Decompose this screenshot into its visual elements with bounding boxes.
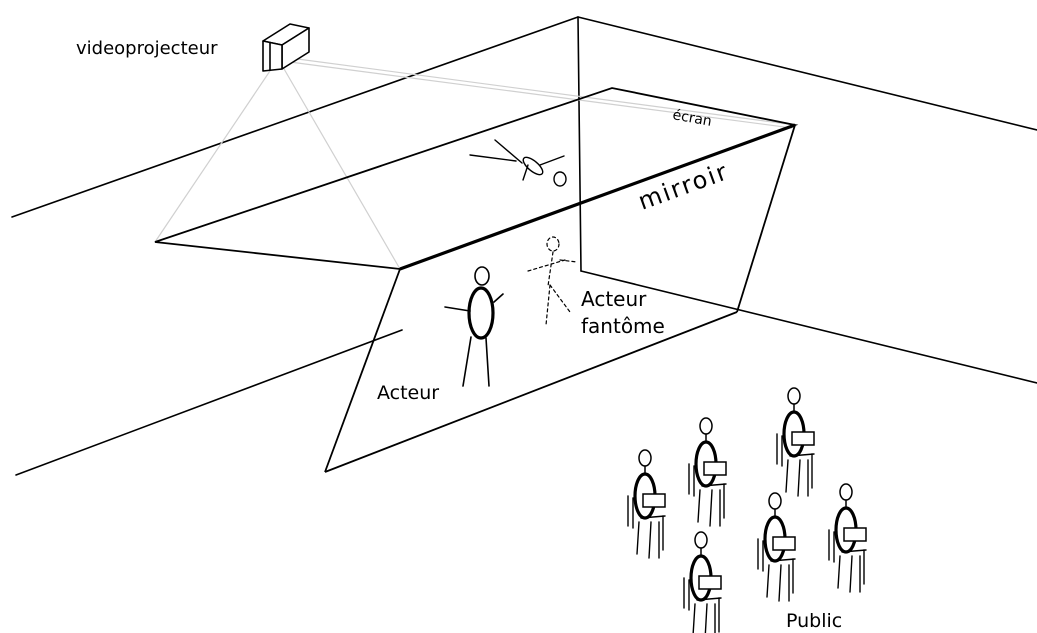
room-walls bbox=[11, 16, 1037, 476]
ghost-actor-figure-icon bbox=[527, 236, 578, 326]
audience-label: Public bbox=[786, 610, 842, 632]
ghost-actor-label-line2: fantôme bbox=[581, 314, 665, 338]
audience-group bbox=[626, 386, 868, 633]
screen-label: écran bbox=[671, 107, 713, 130]
audience-member-icon bbox=[775, 386, 816, 498]
audience-member-icon bbox=[756, 491, 797, 603]
audience-member-icon bbox=[626, 448, 667, 560]
projection-beams bbox=[154, 57, 796, 270]
projector-label: videoprojecteur bbox=[76, 38, 218, 59]
mirror-plane bbox=[324, 123, 796, 473]
audience-member-icon bbox=[682, 530, 723, 633]
audience-member-icon bbox=[687, 416, 728, 528]
actor-label: Acteur bbox=[377, 382, 439, 404]
audience-member-icon bbox=[827, 482, 868, 594]
projector-icon bbox=[262, 23, 310, 72]
projected-figure-icon bbox=[469, 139, 567, 187]
ghost-actor-label-line1: Acteur bbox=[581, 287, 647, 311]
actor-figure-icon bbox=[444, 266, 504, 387]
